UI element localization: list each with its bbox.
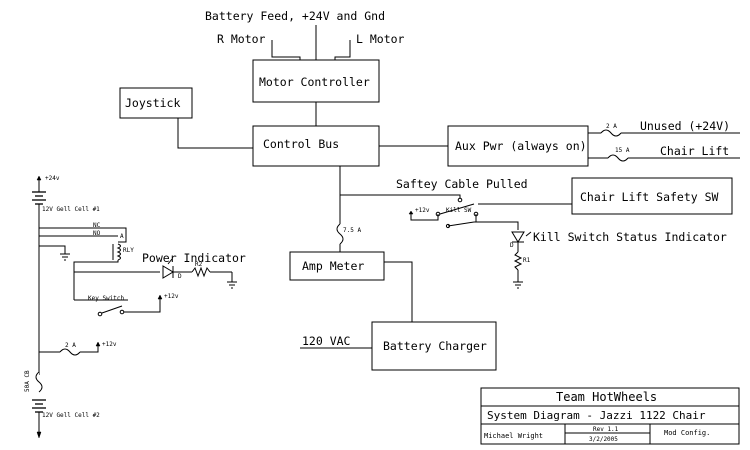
r1-resistor (513, 251, 523, 271)
unused-label: Unused (+24V) (640, 119, 730, 133)
pwr-led-diode (162, 265, 174, 279)
relay-no-label: NO (93, 230, 101, 237)
power-indicator-label: Power Indicator (142, 251, 246, 265)
fuse-2a-left (59, 348, 81, 356)
kill-sw-label: Kill SW (446, 207, 472, 214)
left-plus12v-arrow (95, 341, 101, 347)
kill-led-d-label: D (510, 242, 514, 249)
kill-plus12v-label: +12v (415, 207, 430, 214)
control-bus-label: Control Bus (263, 137, 339, 151)
l-motor-wire (334, 40, 351, 60)
motor-controller-label: Motor Controller (259, 75, 370, 89)
revision: Rev 1.1 (593, 426, 619, 433)
key-sw-out-wire (124, 298, 161, 313)
fuse-15a (607, 154, 629, 162)
kill-to-led-wire (474, 221, 519, 230)
relay-contact-wire (110, 227, 127, 243)
r1-label: R1 (523, 257, 531, 264)
kill-sw-contact-top (457, 197, 463, 203)
joystick-box (119, 87, 193, 119)
safety-cable-label: Saftey Cable Pulled (396, 177, 528, 191)
fuse-2a-left-label: 2 A (65, 342, 76, 349)
pwr-led-ray (167, 258, 173, 265)
left-fuse-wire-b (80, 345, 99, 353)
joystick-label: Joystick (125, 96, 180, 110)
relay-a-label: A (120, 233, 124, 240)
kill-sw-nc-blade (447, 221, 475, 227)
key-sw-blade (101, 305, 123, 314)
battery-charger-box (371, 321, 497, 371)
key-sw-contact-b (119, 309, 125, 315)
kill-status-label: Kill Switch Status Indicator (533, 230, 727, 244)
cell2-gnd-arrow (36, 431, 42, 439)
cb-label: 50A CB (24, 370, 31, 392)
control-bus-box (252, 125, 380, 167)
gnd-relay-wire (39, 245, 66, 254)
fuse-2a-top (600, 129, 622, 137)
diagram-title: System Diagram - Jazzi 1122 Chair (487, 409, 706, 422)
kill-sw-blade (439, 203, 475, 215)
fuse-7-5a (336, 223, 344, 245)
team-name: Team HotWheels (556, 390, 657, 404)
author-name: Michael Wright (484, 432, 543, 440)
relay-coil (116, 243, 121, 261)
chair-lift-safety-box (571, 177, 733, 215)
circuit-breaker (35, 371, 43, 393)
kill-feed-wire (410, 214, 439, 221)
chair-lift-label: Chair Lift (660, 144, 729, 158)
cell2-label: 12V Gell Cell #2 (42, 412, 100, 419)
kill-plus12v-arrow (408, 210, 414, 215)
r-motor-wire (271, 40, 301, 60)
key-plus12v-arrow (157, 294, 163, 300)
pwr-led-d-label: D (178, 273, 182, 280)
config-label: Mod Config. (664, 429, 710, 437)
r-motor-label: R Motor (217, 32, 266, 46)
vac-label: 120 VAC (302, 334, 351, 348)
relay-nc-label: NC (93, 222, 101, 229)
plus24v-arrow (36, 175, 42, 181)
amp-meter-box (289, 251, 385, 281)
relay-label: RLY (123, 247, 134, 254)
aux-pwr-box (447, 125, 589, 167)
left-plus12v-label: +12v (102, 341, 117, 348)
kill-led-ray (525, 231, 532, 237)
r2-label: R2 (195, 261, 203, 268)
battery-feed-label: Battery Feed, +24V and Gnd (205, 9, 385, 23)
safety-feed-wire (340, 194, 461, 198)
fuse-2a-top-label: 2 A (606, 123, 617, 130)
kill-led-diode (511, 231, 525, 243)
l-motor-label: L Motor (356, 32, 405, 46)
meter-to-charger-wire (384, 261, 413, 322)
joystick-wire (177, 118, 253, 149)
amp-meter-label: Amp Meter (302, 259, 364, 273)
cell1-label: 12V Gell Cell #1 (42, 206, 100, 213)
fuse-15a-label: 15 A (615, 147, 630, 154)
title-block (480, 387, 740, 445)
chair-lift-safety-label: Chair Lift Safety SW (580, 190, 719, 204)
r2-resistor (191, 266, 211, 278)
battery-charger-label: Battery Charger (383, 339, 487, 353)
key-switch-label: Key Switch (88, 295, 125, 302)
revision-date: 3/2/2005 (589, 436, 618, 443)
key-plus12v-label: +12v (164, 293, 179, 300)
aux-pwr-label: Aux Pwr (always on) (455, 139, 587, 153)
fuse-7-5a-label: 7.5 A (343, 227, 361, 234)
plus24v-label: +24v (45, 175, 60, 182)
relay-coil-wire (73, 260, 119, 300)
key-sw-contact-a (97, 311, 103, 317)
